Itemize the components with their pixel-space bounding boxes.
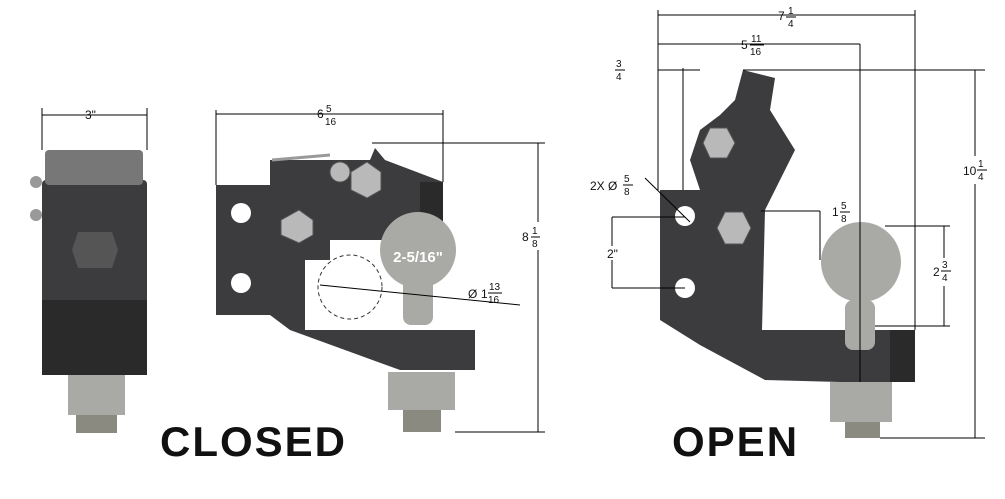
lock-hex: [72, 232, 118, 268]
hitch-ball: [380, 212, 456, 288]
pivot-bolt: [280, 209, 314, 244]
dim-clearance-whole: 1: [832, 205, 839, 219]
open-arm-end: [890, 330, 915, 382]
end-view-pin-clip: [45, 150, 143, 185]
dim-ball-center-num: 11: [751, 34, 762, 45]
closed-title: CLOSED: [160, 418, 347, 465]
dim-length-den: 16: [325, 117, 337, 128]
closed-thread: [403, 410, 441, 432]
dim-ball-center-den: 16: [750, 47, 762, 58]
closed-body: [216, 148, 475, 370]
dim-height-num: 1: [532, 226, 538, 237]
mount-hole: [675, 206, 695, 226]
dim-shank-whole: 1: [481, 287, 488, 301]
dim-end-width: 3": [85, 108, 96, 122]
dim-overall-length-den: 4: [788, 19, 794, 30]
ball-size-label: 2-5/16": [393, 249, 443, 266]
dim-overall-length-num: 1: [788, 6, 794, 17]
latch-bolt: [350, 161, 382, 199]
dim-overall-length-whole: 7: [778, 9, 785, 23]
end-view-nut: [68, 375, 125, 415]
open-thread: [845, 422, 880, 438]
end-view-knob: [30, 176, 42, 188]
dim-clearance-num: 5: [841, 201, 847, 212]
dim-offset-den: 4: [616, 72, 622, 83]
dim-shank-den: 16: [488, 295, 500, 306]
closed-nut: [388, 372, 455, 410]
dim-height-whole: 8: [522, 230, 529, 244]
closed-view: 2-5/16" 6 5 16 8 1 8 Ø 1 13 16 CLOSED: [160, 104, 550, 465]
mount-hole: [231, 203, 251, 223]
latch-bolt: [702, 127, 736, 159]
shank-circle: [317, 254, 383, 320]
dim-length-whole: 6: [317, 107, 324, 121]
dim-overall-height-num: 1: [978, 159, 984, 170]
end-view-knob: [30, 209, 42, 221]
end-view-thread: [76, 415, 117, 433]
open-view: 7 1 4 5 11 16 3 4 2X Ø 5 8 2" 1 5 8 2 3 …: [590, 6, 996, 465]
dim-overall-height-den: 4: [978, 172, 984, 183]
hitch-pin-clip: [271, 153, 331, 162]
hitch-ball: [821, 222, 901, 302]
dim-ball-height-num: 3: [942, 260, 948, 271]
dim-length-num: 5: [326, 104, 332, 115]
dim-hole-spacing: 2": [607, 247, 618, 261]
open-nut: [830, 382, 892, 422]
dim-holes-num: 5: [624, 174, 630, 185]
dim-offset-num: 3: [616, 59, 622, 70]
dim-clearance-den: 8: [841, 214, 847, 225]
open-title: OPEN: [672, 418, 799, 465]
end-view-lower: [42, 300, 147, 375]
dim-height-den: 8: [532, 239, 538, 250]
dim-holes-prefix: 2X Ø: [590, 179, 617, 193]
dim-ball-height-den: 4: [942, 273, 948, 284]
dim-shank-prefix: Ø: [468, 287, 477, 301]
pivot-bolt: [716, 211, 752, 245]
mount-hole: [231, 273, 251, 293]
dim-ball-height-whole: 2: [933, 265, 940, 279]
pin: [329, 161, 351, 183]
end-view: 3": [30, 108, 148, 433]
dim-ball-center-whole: 5: [741, 38, 748, 52]
dim-overall-height-whole: 10: [963, 164, 977, 178]
dim-shank-num: 13: [489, 282, 501, 293]
dim-holes-den: 8: [624, 187, 630, 198]
